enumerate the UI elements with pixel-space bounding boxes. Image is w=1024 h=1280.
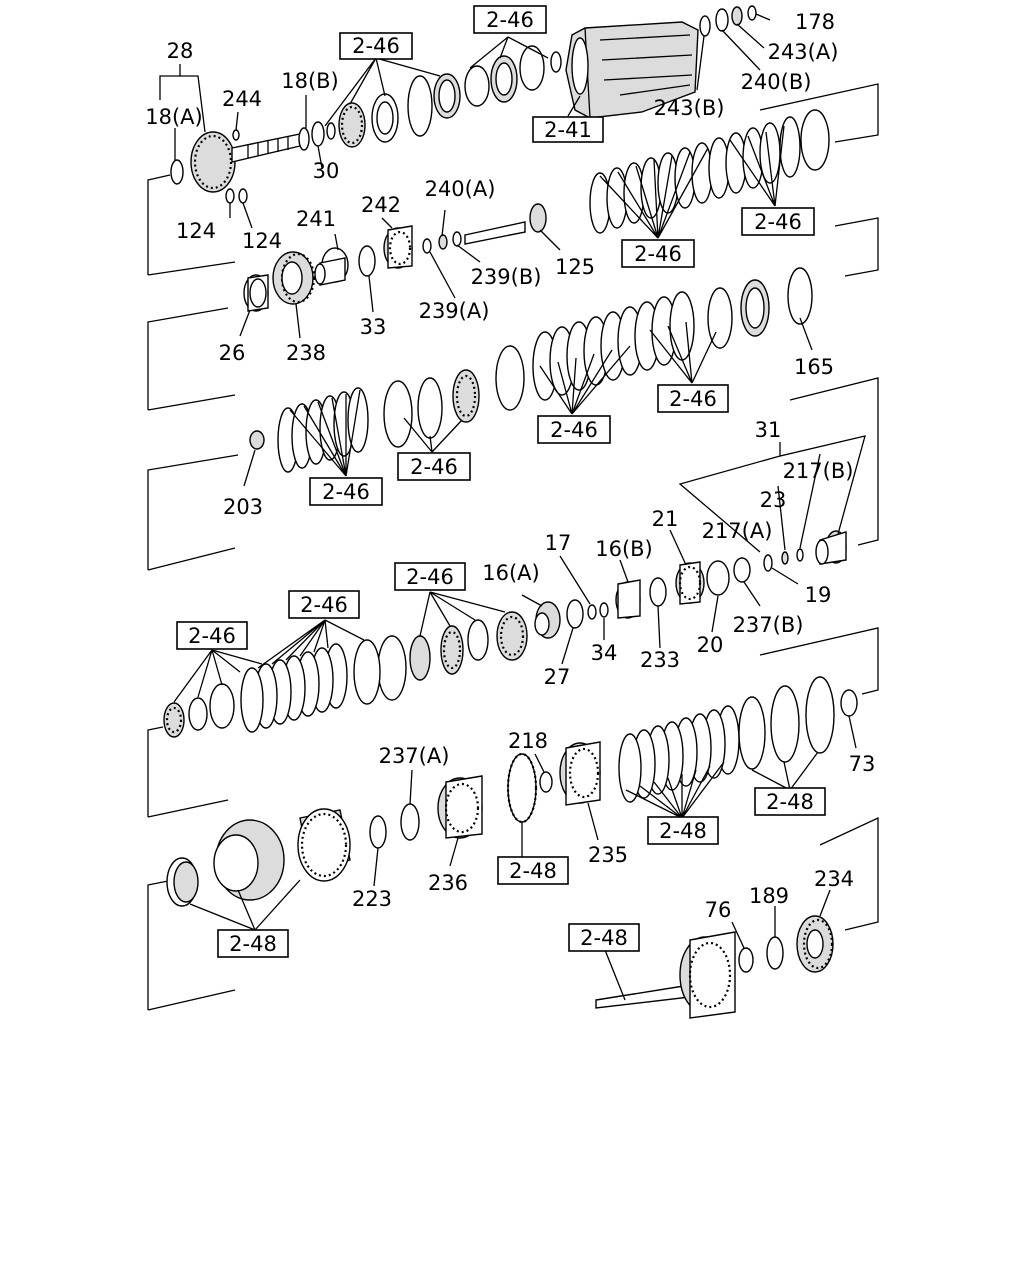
svg-text:2-46: 2-46 [300,593,348,617]
callout-217a: 217(A) [702,519,773,543]
row-frames [147,83,879,1011]
ref-box-row3-left[interactable]: 2-46 [309,477,383,506]
part-seal-244 [232,129,240,141]
callout-26: 26 [219,341,246,365]
ref-box-row3-center[interactable]: 2-46 [397,452,471,481]
callout-34: 34 [591,641,618,665]
callout-223: 223 [352,887,392,911]
row-4-parts [163,530,847,738]
callout-237a: 237(A) [379,744,450,768]
callout-16b: 16(B) [595,537,653,561]
callout-243a: 243(A) [768,40,839,64]
callout-243b: 243(B) [654,96,725,120]
svg-text:2-46: 2-46 [352,34,400,58]
ref-box-row5-right[interactable]: 2-48 [754,787,826,816]
part-output-flange-28 [190,131,236,193]
ref-box-row4-a[interactable]: 2-46 [394,562,466,591]
part-output-shaft [231,133,301,163]
ref-box-row2-right[interactable]: 2-46 [741,207,815,236]
svg-text:2-46: 2-46 [486,8,534,32]
ref-box-row6[interactable]: 2-48 [568,923,640,952]
part-ring-18a [170,159,184,185]
row-3-parts [249,267,813,473]
ref-box-row3-mid[interactable]: 2-46 [537,415,611,444]
callout-124-right: 124 [242,229,282,253]
callout-31: 31 [755,418,782,442]
callout-237b: 237(B) [733,613,804,637]
ref-box-row1-left[interactable]: 2-46 [339,32,413,60]
callout-236: 236 [428,871,468,895]
svg-text:2-48: 2-48 [229,932,277,956]
ref-box-row5-center[interactable]: 2-48 [497,856,569,885]
callout-17: 17 [545,531,572,555]
callout-165: 165 [794,355,834,379]
callout-242: 242 [361,193,401,217]
part-gear-row1 [338,102,366,148]
row-5-parts [166,676,858,907]
callout-203: 203 [223,495,263,519]
svg-text:2-46: 2-46 [754,210,802,234]
callout-124-left: 124 [176,219,216,243]
svg-text:2-46: 2-46 [406,565,454,589]
part-shaft-125 [464,221,526,245]
callout-18b: 18(B) [281,69,339,93]
svg-text:2-48: 2-48 [659,819,707,843]
svg-text:2-41: 2-41 [544,118,592,142]
callout-27: 27 [544,665,571,689]
callout-189: 189 [749,884,789,908]
part-transmission-case [565,21,699,119]
callout-19: 19 [805,583,832,607]
ref-box-241[interactable]: 2-41 [532,116,604,143]
callout-18a: 18(A) [145,105,202,129]
callout-234: 234 [814,867,854,891]
callout-16a: 16(A) [482,561,539,585]
svg-text:2-46: 2-46 [410,455,458,479]
svg-text:2-48: 2-48 [509,859,557,883]
callout-21: 21 [652,507,679,531]
ref-box-row5-mid[interactable]: 2-48 [647,816,719,845]
ref-box-row4-b[interactable]: 2-46 [288,590,360,619]
callout-73: 73 [849,752,876,776]
row-1-parts [170,5,757,204]
callout-20: 20 [697,633,724,657]
ref-box-row3-right[interactable]: 2-46 [657,384,729,413]
part-callouts: 28 18(A) 244 18(B) 30 124 124 178 243(A)… [145,10,875,922]
ref-box-row5-left[interactable]: 2-48 [217,929,289,958]
callout-217b: 217(B) [783,459,854,483]
callout-239b: 239(B) [471,265,542,289]
callout-76: 76 [705,898,732,922]
callout-33: 33 [360,315,387,339]
callout-30: 30 [313,159,340,183]
reference-boxes: 2-46 2-46 2-41 2-46 2-46 2-46 2-46 2-46 … [176,5,826,958]
svg-text:2-46: 2-46 [669,387,717,411]
callout-28: 28 [167,39,194,63]
svg-text:2-46: 2-46 [322,480,370,504]
callout-218: 218 [508,729,548,753]
callout-233: 233 [640,648,680,672]
callout-178: 178 [795,10,835,34]
callout-238: 238 [286,341,326,365]
ref-box-row2-mid[interactable]: 2-46 [621,239,695,268]
callout-240b: 240(B) [741,70,812,94]
leader-lines [159,13,866,1001]
callout-241: 241 [296,207,336,231]
svg-text:2-46: 2-46 [634,242,682,266]
callout-23: 23 [760,488,787,512]
callout-235: 235 [588,843,628,867]
svg-text:2-46: 2-46 [550,418,598,442]
svg-text:2-48: 2-48 [580,926,628,950]
callout-244: 244 [222,87,262,111]
ref-box-row4-c[interactable]: 2-46 [176,621,248,650]
callout-239a: 239(A) [419,299,490,323]
row-6-parts [595,915,834,1019]
ref-box-row1-top[interactable]: 2-46 [473,5,547,34]
svg-text:2-46: 2-46 [188,624,236,648]
row-2-parts [243,109,830,312]
callout-125: 125 [555,255,595,279]
callout-240a: 240(A) [425,177,496,201]
part-input-shaft [595,984,691,1009]
svg-text:2-48: 2-48 [766,790,814,814]
